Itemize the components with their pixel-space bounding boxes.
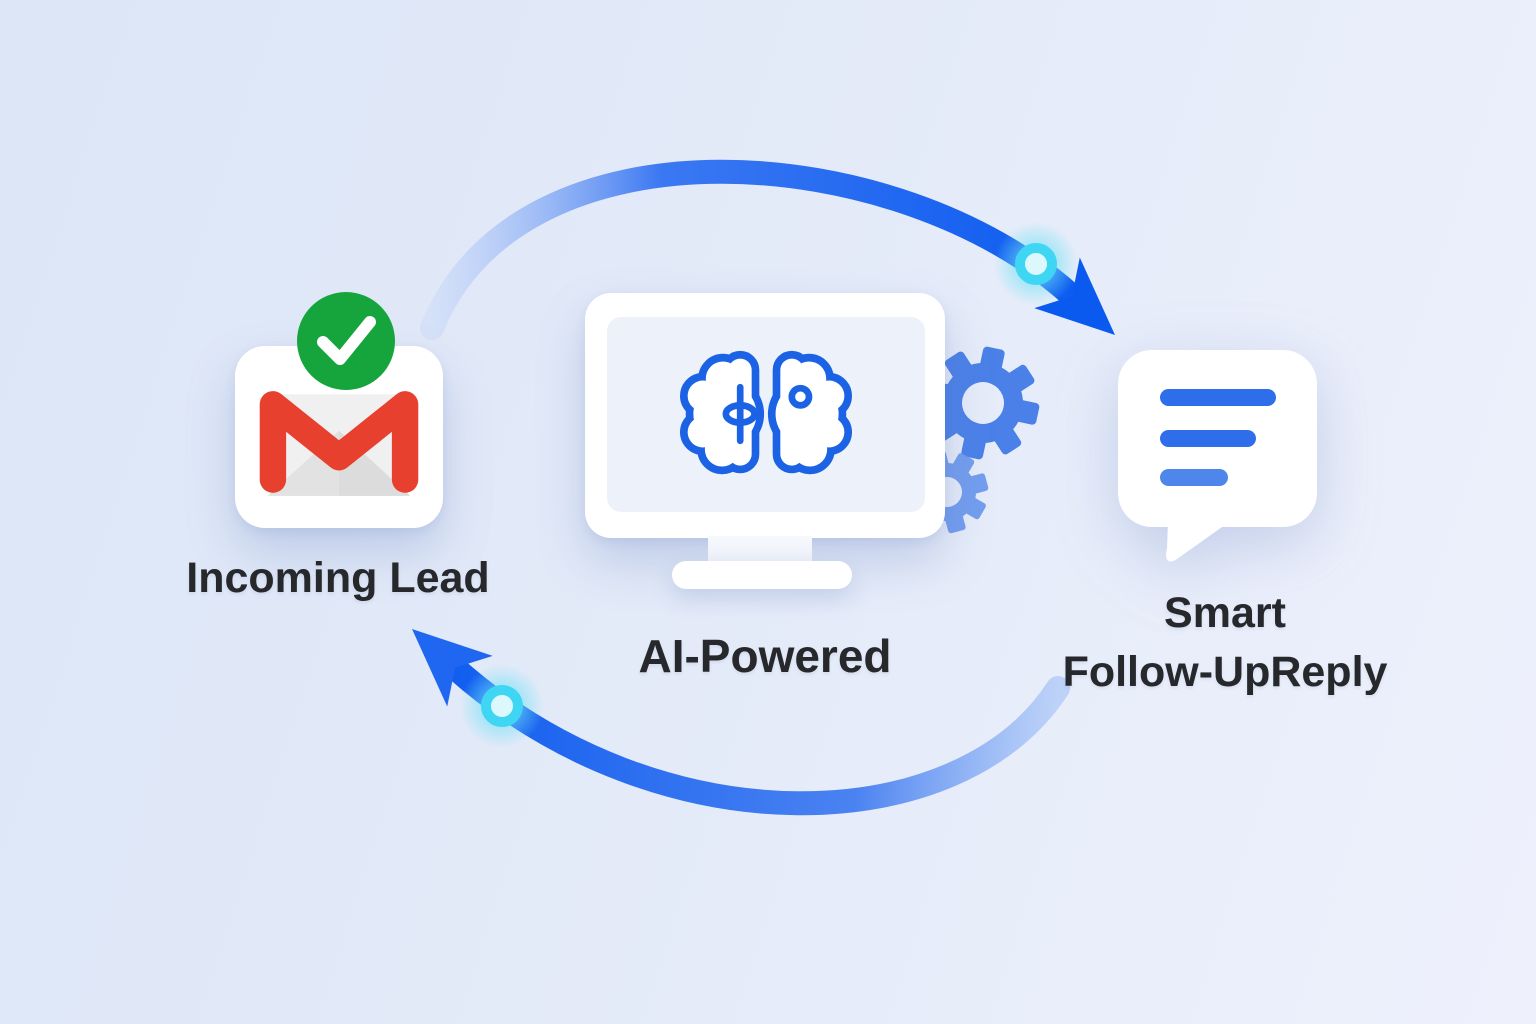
reply-label-line1: Smart (1164, 589, 1286, 637)
lead-label: Incoming Lead (186, 554, 490, 602)
brain-icon (680, 350, 852, 475)
monitor-icon (585, 293, 945, 538)
reply-label-line2: Follow-UpReply (1062, 648, 1388, 696)
chat-bubble-icon (1118, 348, 1318, 568)
ai-label: AI-Powered (638, 630, 892, 682)
top-arc-arrow (420, 159, 1084, 340)
chat-text-lines-icon (1160, 389, 1276, 486)
monitor-screen (607, 317, 925, 512)
bottom-arrowhead-icon (412, 629, 493, 707)
bottom-arc-arrow (443, 656, 1070, 816)
gmail-envelope-icon (259, 391, 419, 496)
gmail-icon (235, 346, 443, 528)
check-circle-icon (297, 292, 395, 390)
glow-dot-top-icon (994, 222, 1078, 306)
reply-label: Smart Follow-UpReply (1025, 584, 1425, 702)
monitor-stand-base (672, 561, 852, 589)
glow-dot-bottom-icon (460, 664, 544, 748)
top-arrowhead-icon (1034, 257, 1115, 335)
